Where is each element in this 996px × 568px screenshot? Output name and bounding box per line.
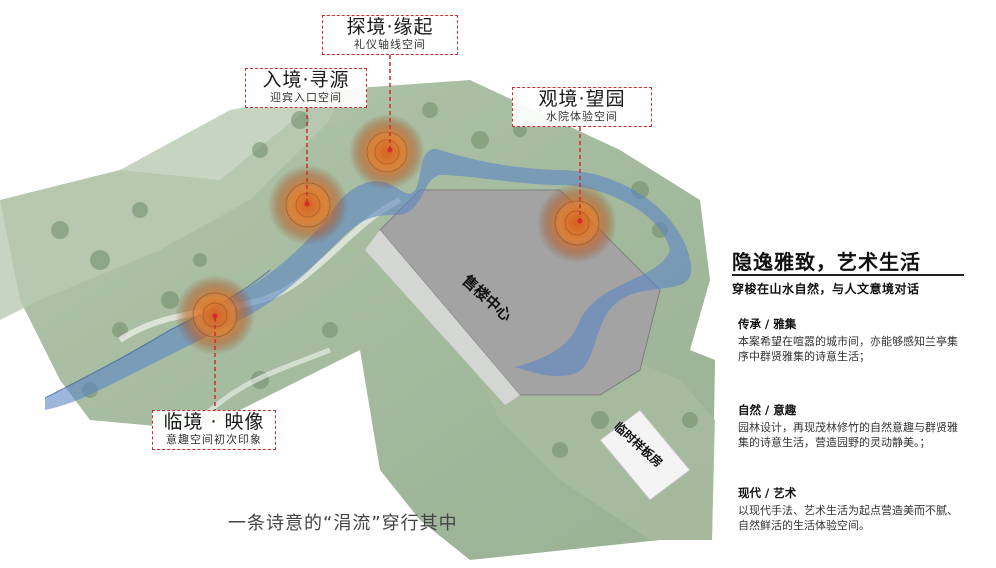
callout-lin-jing-title: 临境 · 映像 [163, 411, 265, 433]
panel-section-modern: 现代 / 艺术 以现代手法、艺术生活为起点营造美而不腻、自然鲜活的生活体验空间。 [738, 485, 964, 533]
callout-guan-jing-sub: 水院体验空间 [546, 110, 618, 123]
callout-lin-jing-sub: 意趣空间初次印象 [166, 433, 262, 446]
node-tan-jing [349, 114, 425, 190]
callout-guan-jing: 观境·望园 水院体验空间 [512, 87, 652, 127]
panel-subtitle: 穿梭在山水自然，与人文意境对话 [732, 282, 920, 296]
panel-headline: 隐逸雅致，艺术生活 [732, 250, 921, 274]
callout-ru-jing-title: 入境·寻源 [262, 69, 350, 91]
section-heading: 自然 / 意趣 [738, 403, 797, 417]
panel-section-heritage: 传承 / 雅集 本案希望在喧嚣的城市间，亦能够感知兰亭集序中群贤雅集的诗意生活； [738, 316, 964, 364]
callout-tan-jing-title: 探境·缘起 [346, 16, 434, 38]
callout-ru-jing-sub: 迎宾入口空间 [270, 91, 342, 104]
callout-tan-jing: 探境·缘起 礼仪轴线空间 [322, 15, 458, 55]
panel-section-nature: 自然 / 意趣 园林设计，再现茂林修竹的自然意趣与群贤雅集的诗意生活，营造园野的… [738, 402, 964, 450]
leader-lines [214, 55, 581, 410]
callout-guan-jing-title: 观境·望园 [538, 88, 626, 110]
section-body: 园林设计，再现茂林修竹的自然意趣与群贤雅集的诗意生活，营造园野的灵动静美。； [738, 421, 958, 449]
callout-lin-jing: 临境 · 映像 意趣空间初次印象 [152, 410, 276, 450]
panel-divider [732, 274, 964, 276]
callout-tan-jing-sub: 礼仪轴线空间 [354, 38, 426, 51]
section-body: 本案希望在喧嚣的城市间，亦能够感知兰亭集序中群贤雅集的诗意生活； [738, 335, 958, 363]
section-body: 以现代手法、艺术生活为起点营造美而不腻、自然鲜活的生活体验空间。 [738, 504, 958, 532]
slogan-text: 一条诗意的“涓流”穿行其中 [228, 513, 458, 534]
section-heading: 传承 / 雅集 [738, 317, 797, 331]
callout-ru-jing: 入境·寻源 迎宾入口空间 [245, 68, 367, 108]
node-guan-jing [537, 183, 617, 263]
section-heading: 现代 / 艺术 [738, 486, 797, 500]
